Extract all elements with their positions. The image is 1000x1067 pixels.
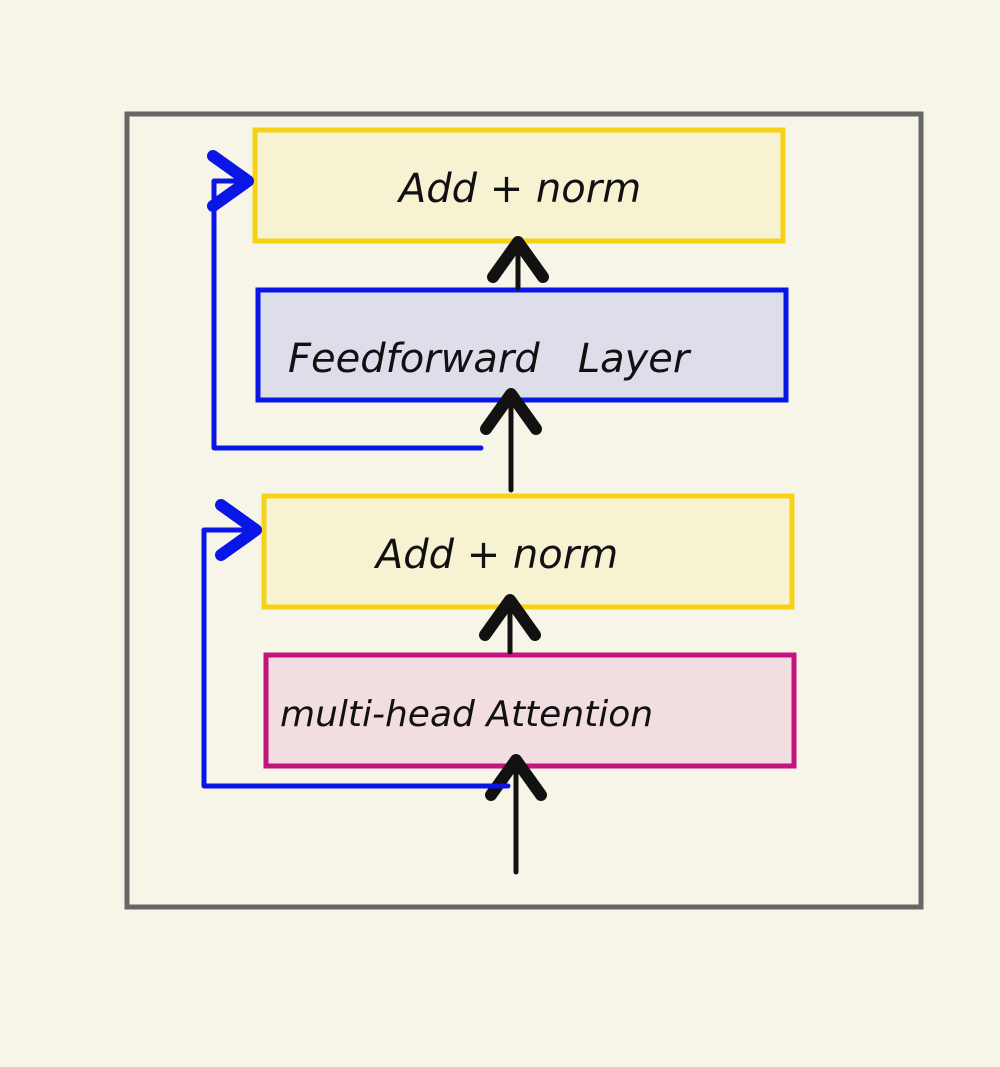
multi-head-attention-label: multi-head Attention [280,694,653,735]
mid-add-norm-label: Add + norm [373,532,618,578]
feed-forward-block: Feedforward Layer [255,287,789,403]
mid-add-norm-block: Add + norm [261,493,795,610]
top-add-norm-block: Add + norm [252,127,786,244]
residual-connection-lower [201,499,511,789]
feed-forward-label: Feedforward Layer [288,336,692,382]
encoder-outer-frame [124,111,924,910]
top-add-norm-label: Add + norm [396,166,641,212]
multi-head-attention-block: multi-head Attention [263,652,797,769]
residual-connection-upper [207,150,484,451]
